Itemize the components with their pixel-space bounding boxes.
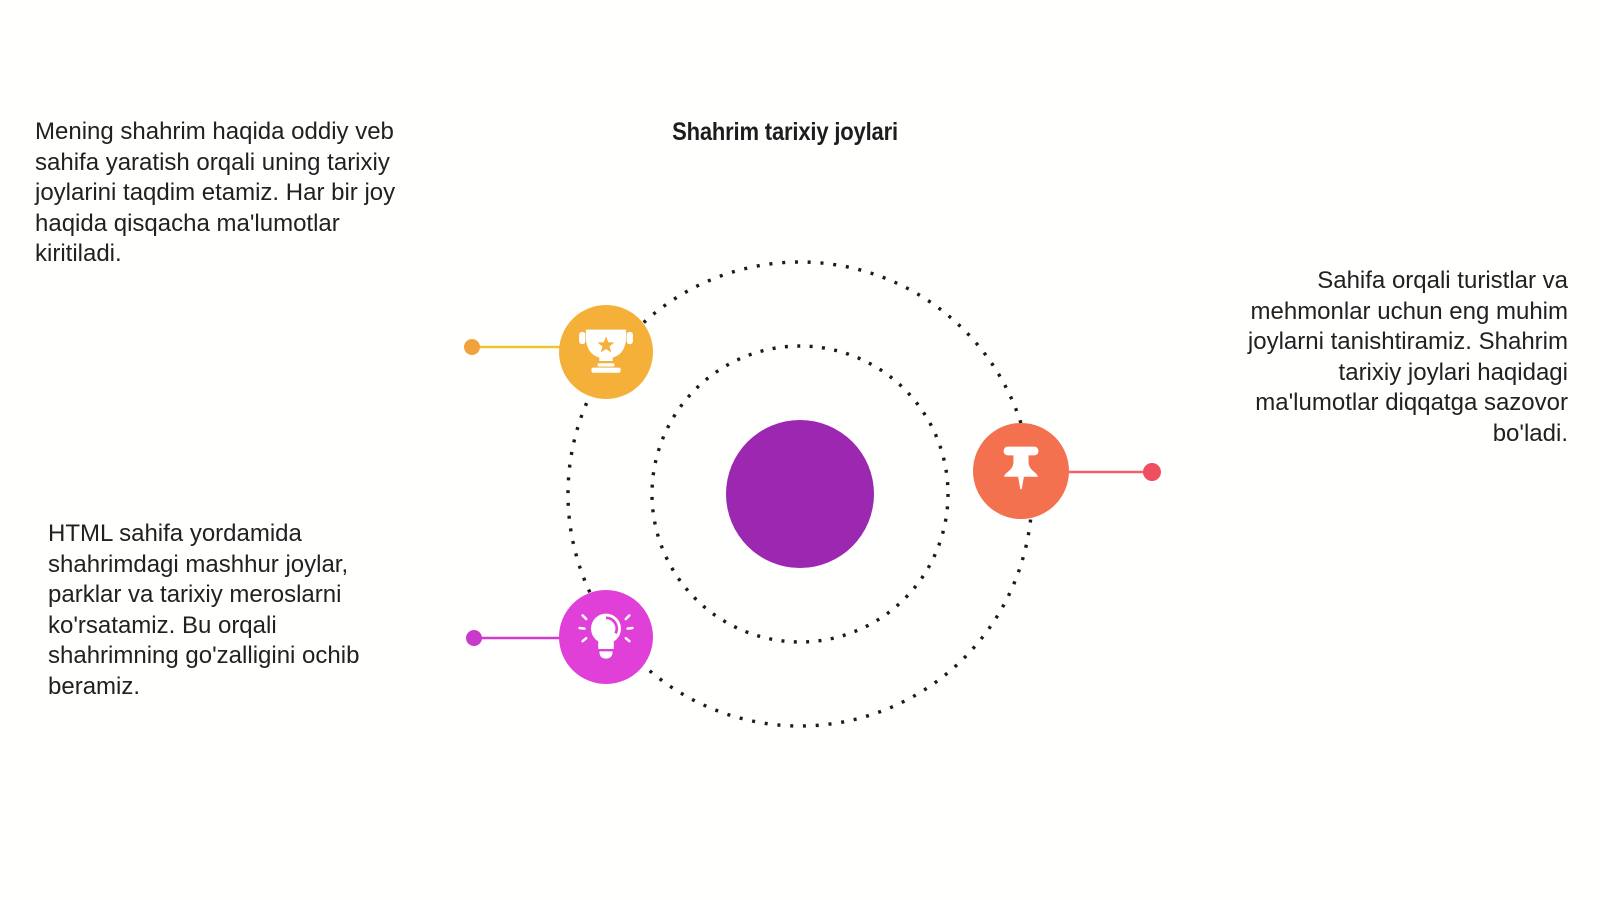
bulb-base (599, 651, 613, 659)
trophy-handle-right (626, 331, 633, 345)
bulb-gap-line (595, 649, 617, 652)
page-title: Shahrim tarixiy joylari (672, 118, 898, 146)
lightbulb-icon (578, 613, 634, 659)
trophy-connector-dot (464, 339, 480, 355)
trophy-star (597, 336, 615, 353)
trophy-base-bottom (591, 367, 621, 373)
pushpin-icon (1003, 446, 1039, 490)
bulb-connector-dot (466, 630, 482, 646)
trophy-base-top (597, 363, 615, 367)
pin-body (1004, 461, 1038, 477)
trophy-handle-left (579, 331, 586, 345)
description-bottom-left: HTML sahifa yordamida shahrimdagi mashhu… (48, 520, 360, 700)
pin-connector-dot (1143, 463, 1161, 481)
trophy-icon (579, 329, 633, 373)
description-right: Sahifa orqali turistlar va mehmonlar uch… (1247, 267, 1568, 447)
milestone-node-pin[interactable] (973, 423, 1161, 519)
milestone-node-bulb[interactable] (466, 590, 653, 684)
pin-cap (1003, 446, 1039, 456)
description-top-left: Mening shahrim haqida oddiy veb sahifa y… (35, 118, 396, 267)
center-circle[interactable] (726, 420, 874, 568)
bulb-neck (598, 639, 614, 651)
pin-point (1018, 476, 1024, 490)
orbit-ring-inner (650, 344, 950, 644)
milestone-node-trophy[interactable] (464, 305, 653, 399)
pin-neck (1013, 454, 1029, 463)
bulb-shine-arc (605, 616, 619, 634)
bulb-rays (578, 614, 634, 643)
